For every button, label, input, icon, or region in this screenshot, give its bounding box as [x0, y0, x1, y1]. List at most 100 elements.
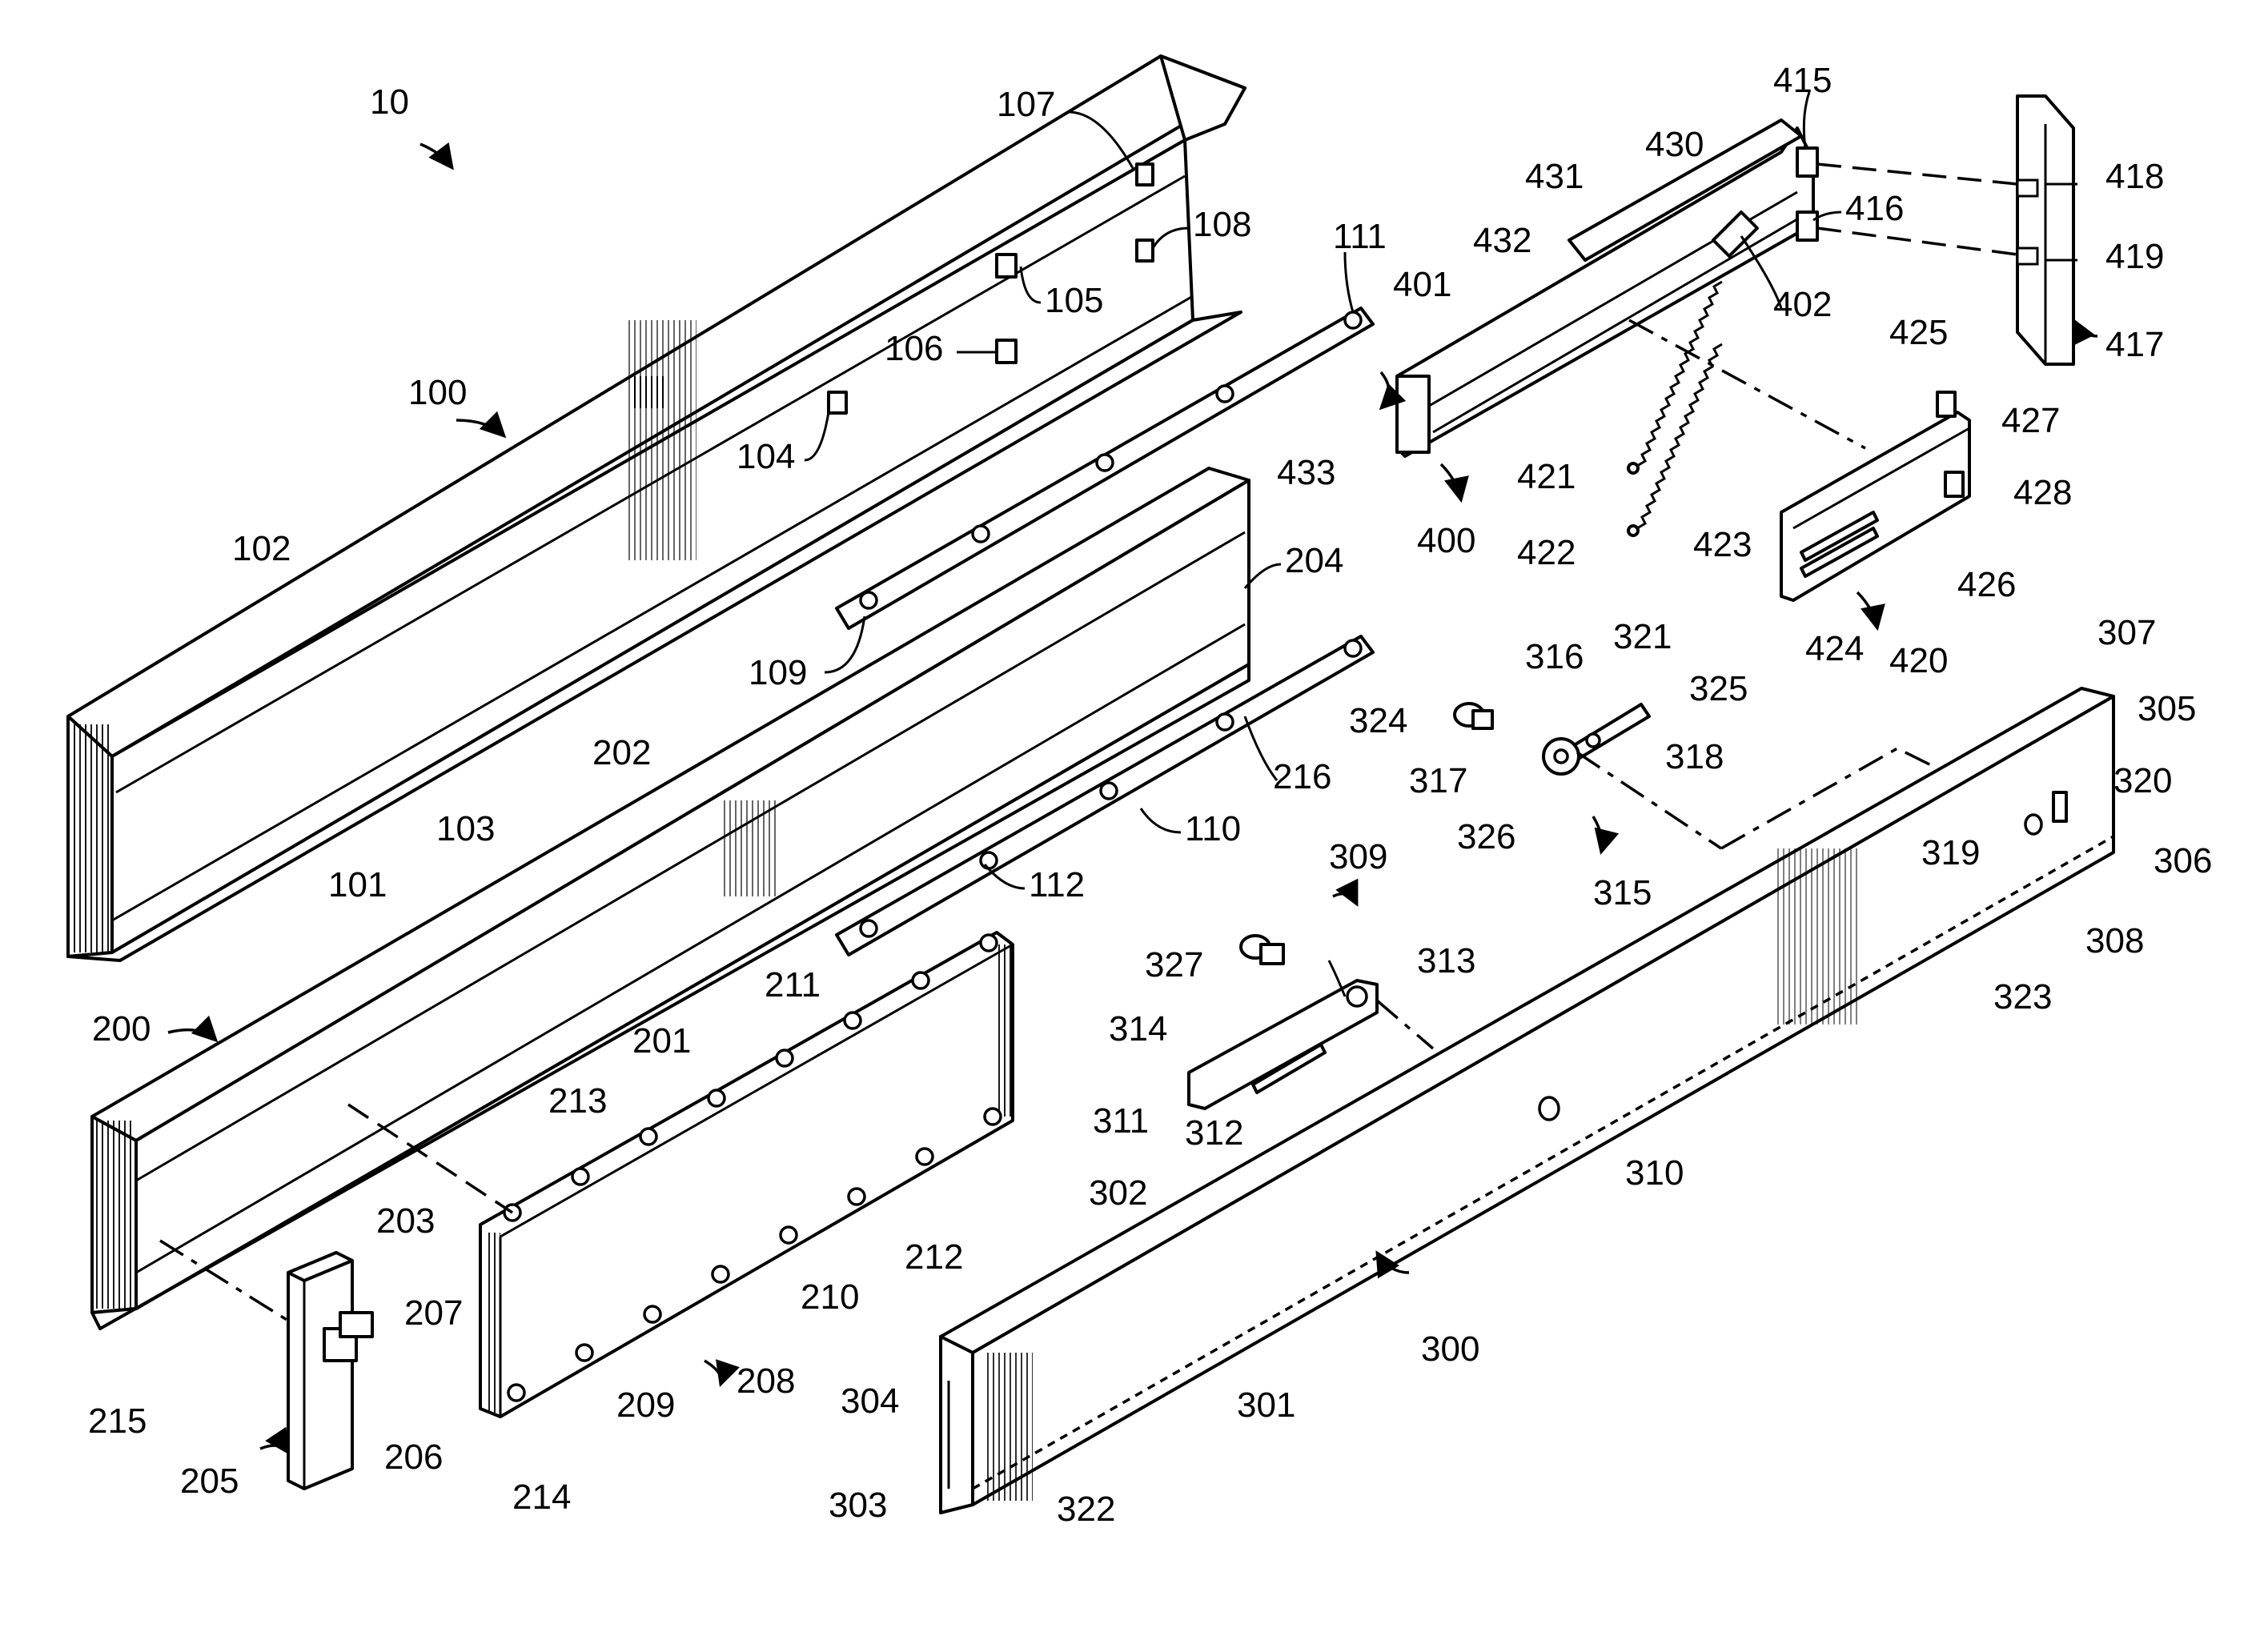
label-416: 416	[1845, 189, 1904, 228]
label-415: 415	[1773, 61, 1832, 100]
label-306: 306	[2154, 841, 2212, 880]
label-315: 315	[1593, 873, 1652, 912]
label-205: 205	[180, 1462, 239, 1501]
label-400: 400	[1417, 521, 1475, 560]
label-300: 300	[1421, 1329, 1479, 1369]
label-432: 432	[1473, 221, 1531, 260]
label-303: 303	[829, 1486, 887, 1525]
label-307: 307	[2097, 613, 2156, 652]
label-433: 433	[1277, 453, 1335, 492]
label-215: 215	[88, 1401, 147, 1441]
label-212: 212	[905, 1237, 963, 1277]
slider-420	[1781, 392, 1969, 600]
label-302: 302	[1089, 1173, 1147, 1213]
hole-310	[1539, 1097, 1559, 1120]
label-105: 105	[1045, 281, 1103, 320]
stop-plate-417	[2017, 96, 2073, 364]
label-210: 210	[801, 1277, 859, 1317]
label-311: 311	[1093, 1101, 1149, 1141]
tab-105	[997, 255, 1016, 277]
label-402: 402	[1773, 285, 1832, 324]
label-101: 101	[328, 865, 387, 904]
label-322: 322	[1057, 1490, 1115, 1529]
label-401: 401	[1393, 265, 1451, 304]
label-108: 108	[1193, 205, 1251, 244]
latch-205	[288, 1253, 372, 1489]
label-417: 417	[2105, 325, 2164, 364]
label-428: 428	[2013, 473, 2072, 512]
label-313: 313	[1417, 941, 1475, 980]
pivot-plate-315	[1455, 704, 1649, 774]
label-431: 431	[1525, 157, 1584, 196]
spring-422	[1628, 344, 1722, 535]
label-312: 312	[1185, 1113, 1243, 1153]
tab-104	[829, 392, 846, 413]
label-111: 111	[1333, 217, 1387, 256]
label-326: 326	[1457, 817, 1515, 856]
pin-324	[1455, 704, 1492, 728]
label-110: 110	[1185, 809, 1241, 848]
label-209: 209	[616, 1385, 675, 1425]
label-216: 216	[1273, 757, 1331, 796]
label-323: 323	[1993, 977, 2052, 1016]
label-308: 308	[2085, 921, 2144, 960]
label-316: 316	[1525, 637, 1584, 676]
label-213: 213	[548, 1081, 607, 1121]
label-211: 211	[765, 965, 821, 1004]
tab-108	[1137, 240, 1153, 261]
label-419: 419	[2105, 237, 2164, 276]
bracket-end-433	[1397, 376, 1429, 452]
label-207: 207	[404, 1293, 463, 1333]
label-321: 321	[1613, 617, 1672, 656]
label-103: 103	[436, 809, 495, 848]
bracket-400	[1397, 120, 1817, 456]
label-305: 305	[2138, 689, 2196, 728]
label-318: 318	[1665, 737, 1724, 776]
label-204: 204	[1285, 541, 1343, 580]
label-10: 10	[370, 82, 409, 122]
label-201: 201	[632, 1021, 691, 1061]
label-107: 107	[997, 85, 1055, 124]
label-317: 317	[1409, 761, 1467, 800]
label-112: 112	[1029, 865, 1085, 904]
label-203: 203	[376, 1201, 435, 1241]
label-425: 425	[1889, 313, 1948, 352]
inner-rail-300	[941, 688, 2113, 1513]
label-214: 214	[512, 1478, 571, 1517]
label-314: 314	[1109, 1009, 1167, 1049]
label-301: 301	[1237, 1385, 1295, 1425]
label-430: 430	[1645, 125, 1704, 164]
pin-327	[1241, 936, 1283, 964]
label-102: 102	[232, 529, 291, 568]
label-200: 200	[92, 1009, 151, 1049]
label-310: 310	[1625, 1153, 1684, 1193]
label-324: 324	[1349, 701, 1407, 740]
label-320: 320	[2113, 761, 2172, 800]
label-109: 109	[749, 653, 807, 692]
label-327: 327	[1145, 945, 1203, 984]
label-427: 427	[2001, 401, 2060, 440]
label-202: 202	[592, 733, 651, 772]
tab-106	[997, 340, 1016, 363]
slot-320	[2053, 792, 2066, 821]
label-418: 418	[2105, 157, 2164, 196]
label-424: 424	[1805, 629, 1864, 668]
label-100: 100	[408, 373, 467, 412]
label-421: 421	[1517, 457, 1576, 496]
bracket-body	[1397, 128, 1813, 456]
rail-300-front	[941, 1337, 973, 1513]
label-106: 106	[885, 329, 943, 368]
label-104: 104	[737, 437, 795, 476]
tab-107	[1137, 164, 1153, 185]
label-422: 422	[1517, 533, 1576, 572]
label-325: 325	[1689, 669, 1748, 708]
label-208: 208	[737, 1361, 795, 1401]
label-304: 304	[841, 1381, 899, 1421]
label-420: 420	[1889, 641, 1948, 680]
latch-207	[340, 1313, 372, 1337]
label-206: 206	[384, 1438, 443, 1477]
label-426: 426	[1957, 565, 2016, 604]
label-319: 319	[1921, 833, 1980, 872]
